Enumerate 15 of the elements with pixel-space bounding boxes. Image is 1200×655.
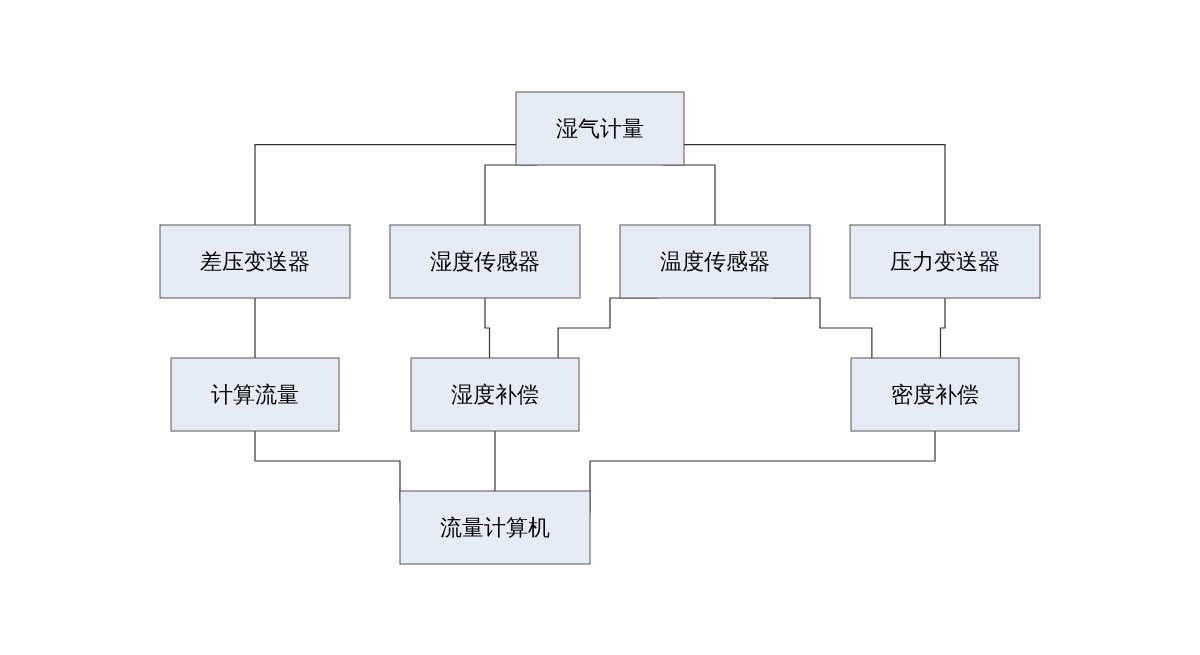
node-box: 湿度传感器 [389,224,581,298]
node-box: 差压变送器 [159,224,351,298]
node-box: 流量计算机 [399,490,591,564]
node-box: 湿气计量 [515,91,685,165]
connector [254,143,517,226]
connector [494,429,496,492]
connector [484,296,491,359]
connector [939,296,946,359]
node-box: 湿度补偿 [410,357,580,431]
connector [683,143,946,226]
connector [254,296,256,359]
node-box: 压力变送器 [849,224,1041,298]
node-box: 密度补偿 [850,357,1020,431]
node-box: 温度传感器 [619,224,811,298]
node-box: 计算流量 [170,357,340,431]
